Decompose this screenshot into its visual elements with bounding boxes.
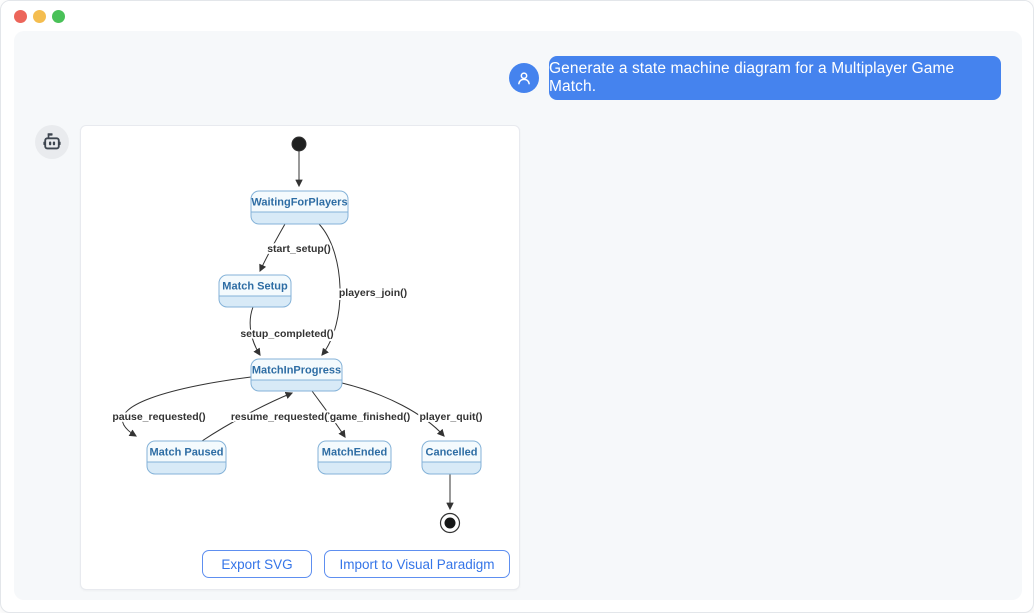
window-controls (14, 10, 65, 23)
state-match-ended: MatchEnded (317, 440, 392, 475)
edge-players-join (318, 223, 341, 356)
state-label: MatchEnded (322, 447, 387, 459)
edge-player-quit (341, 382, 445, 437)
user-message-bubble: Generate a state machine diagram for a M… (549, 56, 1001, 100)
transition-label: start_setup() (267, 243, 331, 255)
state-cancelled: Cancelled (421, 440, 482, 475)
minimize-window-icon[interactable] (33, 10, 46, 23)
state-label: Match Setup (222, 281, 288, 293)
edge-pause-requested (121, 376, 252, 437)
transition-label: player_quit() (419, 411, 482, 423)
state-waiting-for-players: WaitingForPlayers (250, 190, 349, 225)
edge-start-setup (259, 223, 286, 273)
user-avatar (509, 63, 539, 93)
person-icon (518, 72, 530, 85)
state-match-setup: Match Setup (218, 274, 292, 308)
export-svg-button[interactable]: Export SVG (202, 550, 312, 578)
state-match-in-progress: MatchInProgress (250, 358, 343, 392)
edge-resume-requested (201, 391, 294, 442)
robot-icon (43, 133, 61, 150)
edge-setup-completed (249, 306, 261, 356)
state-label: Match Paused (150, 447, 224, 459)
chat-panel: Generate a state machine diagram for a M… (14, 31, 1022, 600)
bot-avatar (35, 125, 69, 159)
import-visual-paradigm-button[interactable]: Import to Visual Paradigm (324, 550, 510, 578)
state-label: Cancelled (426, 447, 478, 459)
close-window-icon[interactable] (14, 10, 27, 23)
user-message-text: Generate a state machine diagram for a M… (549, 60, 955, 95)
state-label: WaitingForPlayers (251, 197, 347, 209)
transition-label: setup_completed() (240, 328, 333, 340)
window-titlebar (1, 1, 1033, 31)
edge-game-finished (311, 390, 346, 438)
transition-label: players_join() (339, 287, 407, 299)
transition-label: pause_requested() (112, 411, 205, 423)
state-machine-diagram: start_setup() players_join() setup_compl… (110, 136, 485, 534)
state-match-paused: Match Paused (146, 440, 227, 475)
state-label: MatchInProgress (252, 365, 341, 377)
final-state-dot (439, 512, 461, 534)
transition-label: game_finished() (330, 411, 411, 423)
initial-state-dot (291, 136, 307, 152)
diagram-card: start_setup() players_join() setup_compl… (80, 125, 520, 590)
transition-label: resume_requested() (231, 411, 331, 423)
zoom-window-icon[interactable] (52, 10, 65, 23)
